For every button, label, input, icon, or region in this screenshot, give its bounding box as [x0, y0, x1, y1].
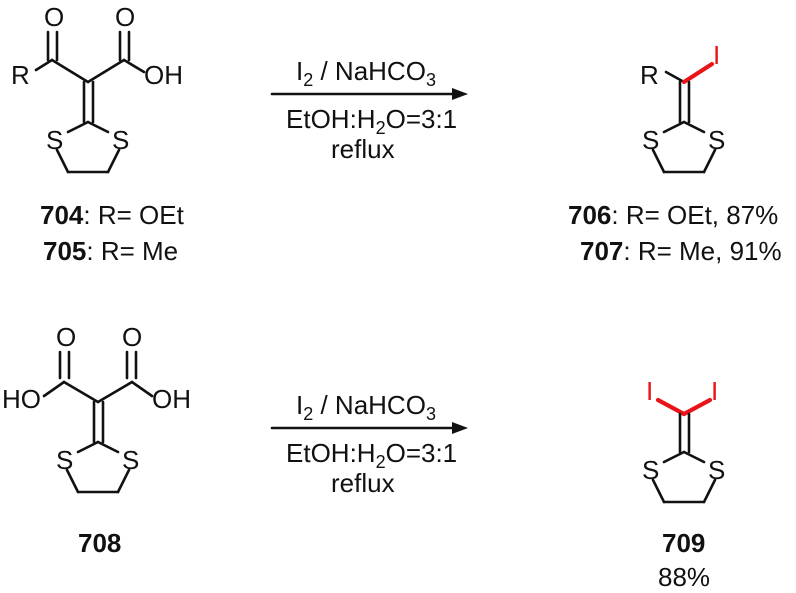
bond	[62, 380, 100, 404]
bond	[664, 70, 686, 84]
structure-708: O O HO OH S S	[2, 322, 191, 494]
reaction-1-conditions: I2 / NaHCO3 EtOH:H2O=3:1 reflux	[270, 56, 468, 164]
bond	[122, 58, 146, 74]
solvent-text: EtOH:H2O=3:1	[286, 104, 457, 138]
atom-oh: OH	[152, 384, 191, 414]
bond	[702, 148, 717, 174]
new-c-i-bond	[681, 61, 715, 85]
structure-709: I I S S	[642, 376, 725, 504]
reaction-2-conditions: I2 / NaHCO3 EtOH:H2O=3:1 reflux	[270, 390, 468, 498]
new-c-i-bond	[655, 397, 687, 417]
solvent-text: EtOH:H2O=3:1	[286, 438, 457, 472]
condition-text: reflux	[331, 468, 395, 498]
structure-706-707: R I S S	[640, 40, 725, 174]
atom-s: S	[122, 445, 139, 475]
bond	[116, 468, 131, 494]
new-c-i-bond	[681, 397, 713, 417]
atom-iodine: I	[711, 376, 718, 406]
atom-s: S	[56, 445, 73, 475]
bond	[106, 148, 121, 174]
bond	[662, 120, 686, 134]
bond	[682, 120, 706, 134]
atom-ho: HO	[2, 384, 41, 414]
bond	[682, 450, 706, 464]
bond	[42, 380, 66, 398]
bond	[651, 148, 666, 174]
atom-s: S	[112, 125, 129, 155]
compound-label-704: 704: R= OEt	[40, 200, 185, 230]
reagents-text: I2 / NaHCO3	[296, 390, 436, 424]
compound-label-705: 705: R= Me	[43, 236, 178, 266]
atom-oh: OH	[144, 60, 183, 90]
atom-r: R	[640, 60, 659, 90]
atom-s: S	[642, 125, 659, 155]
bond	[86, 120, 110, 134]
atom-r: R	[11, 60, 30, 90]
compound-label-708: 708	[78, 528, 121, 558]
atom-s: S	[708, 125, 725, 155]
yield-709: 88%	[658, 562, 710, 592]
compound-label-707: 707: R= Me, 91%	[580, 236, 782, 266]
atom-s: S	[642, 455, 659, 485]
compound-label-709: 709	[662, 528, 705, 558]
structure-704-705: O O R OH S S	[11, 2, 183, 174]
atom-s: S	[46, 125, 63, 155]
atom-o: O	[44, 2, 64, 32]
arrow-head	[452, 88, 468, 100]
atom-o: O	[115, 2, 135, 32]
atom-s: S	[708, 455, 725, 485]
bond	[96, 380, 134, 404]
bond	[86, 58, 126, 84]
bond	[76, 440, 100, 454]
atom-iodine: I	[713, 40, 720, 70]
bond	[96, 440, 120, 454]
bond	[65, 468, 80, 494]
atom-o: O	[122, 322, 142, 352]
compound-label-706: 706: R= OEt, 87%	[568, 200, 778, 230]
bond	[50, 58, 90, 84]
condition-text: reflux	[331, 134, 395, 164]
atom-iodine: I	[646, 376, 653, 406]
reagents-text: I2 / NaHCO3	[296, 56, 436, 90]
bond	[130, 380, 154, 398]
bond	[66, 120, 90, 134]
bond	[55, 148, 70, 174]
bond	[702, 478, 717, 504]
atom-o: O	[56, 322, 76, 352]
bond	[651, 478, 666, 504]
arrow-head	[452, 422, 468, 434]
bond	[34, 58, 54, 72]
bond	[662, 450, 686, 464]
